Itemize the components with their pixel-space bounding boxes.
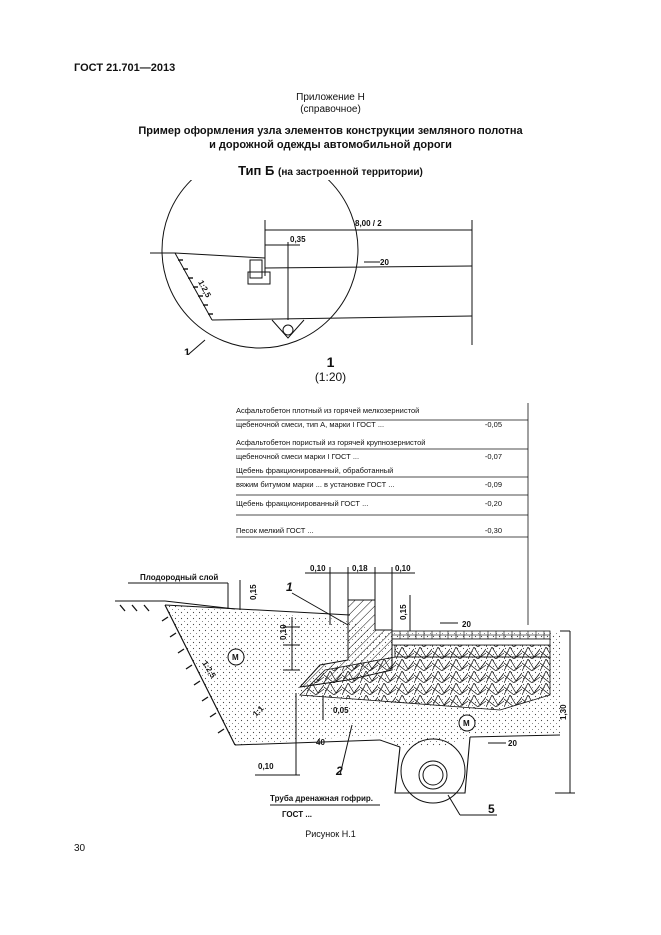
slope-40: 40 bbox=[316, 738, 325, 747]
dim-right-010: 0,10 bbox=[258, 762, 274, 771]
layer-row: Асфальтобетон плотный из горячей мелкозе… bbox=[236, 406, 528, 429]
pipe-label-line2: ГОСТ ... bbox=[282, 810, 312, 819]
layer-row: Щебень фракционированный ГОСТ ... -0,20 bbox=[236, 499, 528, 508]
figure-caption: Рисунок Н.1 bbox=[305, 829, 356, 839]
layer-value: -0,07 bbox=[484, 452, 502, 461]
detail-mark-number: 1 bbox=[326, 354, 335, 370]
callout-1: 1 bbox=[286, 580, 293, 594]
layer-value: -0,30 bbox=[484, 526, 502, 535]
layer-value: -0,20 bbox=[484, 499, 502, 508]
top-dim-offset: 0,35 bbox=[290, 235, 306, 244]
dim-015-b: 0,15 bbox=[399, 604, 408, 620]
type-label: Тип Б (на застроенной территории) bbox=[0, 163, 661, 178]
detail-drawing: Плодородный слой 0,15 0,10 0,18 0,10 0,1… bbox=[115, 403, 575, 819]
dim-130: 1,30 bbox=[559, 704, 568, 720]
figure-title-line2: и дорожной одежды автомобильной дороги bbox=[209, 139, 452, 151]
callout-2: 2 bbox=[335, 764, 343, 778]
page-number: 30 bbox=[74, 843, 86, 854]
layer-value: -0,09 bbox=[484, 480, 502, 489]
dim-005: 0,05 bbox=[333, 706, 349, 715]
layer-desc-line2: Песок мелкий ГОСТ ... bbox=[236, 526, 314, 535]
pipe-label-line1: Труба дренажная гофрир. bbox=[270, 794, 373, 803]
top-slope-pct: 20 bbox=[380, 258, 389, 267]
layer-desc-line1: Щебень фракционированный, обработанный bbox=[236, 466, 394, 475]
slope-20-top: 20 bbox=[462, 620, 471, 629]
dim-010-c: 0,10 bbox=[279, 624, 288, 640]
document-code: ГОСТ 21.701—2013 bbox=[74, 62, 176, 74]
mark-m-right: М bbox=[463, 719, 470, 728]
dim-010-a: 0,10 bbox=[310, 564, 326, 573]
type-label-sub: (на застроенной территории) bbox=[277, 167, 423, 178]
top-callout: 1 bbox=[184, 347, 190, 355]
dim-015-a: 0,15 bbox=[249, 584, 258, 600]
annex-type: (справочное) bbox=[300, 104, 361, 115]
slope-20-bottom: 20 bbox=[508, 739, 517, 748]
top-cross-section-drawing: 8,00 / 2 0,35 20 1:2,5 1 bbox=[150, 180, 473, 355]
label-fertile-layer: Плодородный слой bbox=[140, 573, 218, 582]
callout-5: 5 bbox=[488, 802, 495, 816]
layer-value: -0,05 bbox=[484, 420, 502, 429]
dim-018: 0,18 bbox=[352, 564, 368, 573]
layer-desc-line2: щебеночной смеси марки I ГОСТ ... bbox=[236, 452, 360, 461]
detail-circle bbox=[161, 180, 359, 349]
layer-row: Асфальтобетон пористый из горячей крупно… bbox=[236, 438, 528, 461]
dim-010-b: 0,10 bbox=[395, 564, 411, 573]
layer-desc-line2: вяжим битумом марки ... в установке ГОСТ… bbox=[236, 480, 395, 489]
layer-row: Песок мелкий ГОСТ ... -0,30 bbox=[236, 526, 528, 535]
type-label-main: Тип Б bbox=[238, 163, 275, 178]
annex-label: Приложение Н bbox=[296, 92, 365, 103]
layer-row: Щебень фракционированный, обработанный в… bbox=[236, 466, 528, 489]
layer-desc-line2: щебеночной смеси, тип А, марки I ГОСТ ..… bbox=[236, 420, 385, 429]
top-dim-half-width: 8,00 / 2 bbox=[355, 219, 382, 228]
mark-m-left: М bbox=[232, 653, 239, 662]
detail-mark-scale: (1:20) bbox=[314, 370, 347, 384]
layer-desc-line1: Асфальтобетон пористый из горячей крупно… bbox=[236, 438, 426, 447]
layer-desc-line2: Щебень фракционированный ГОСТ ... bbox=[236, 499, 369, 508]
figure-title-line1: Пример оформления узла элементов констру… bbox=[138, 125, 523, 137]
layer-desc-line1: Асфальтобетон плотный из горячей мелкозе… bbox=[236, 406, 420, 415]
